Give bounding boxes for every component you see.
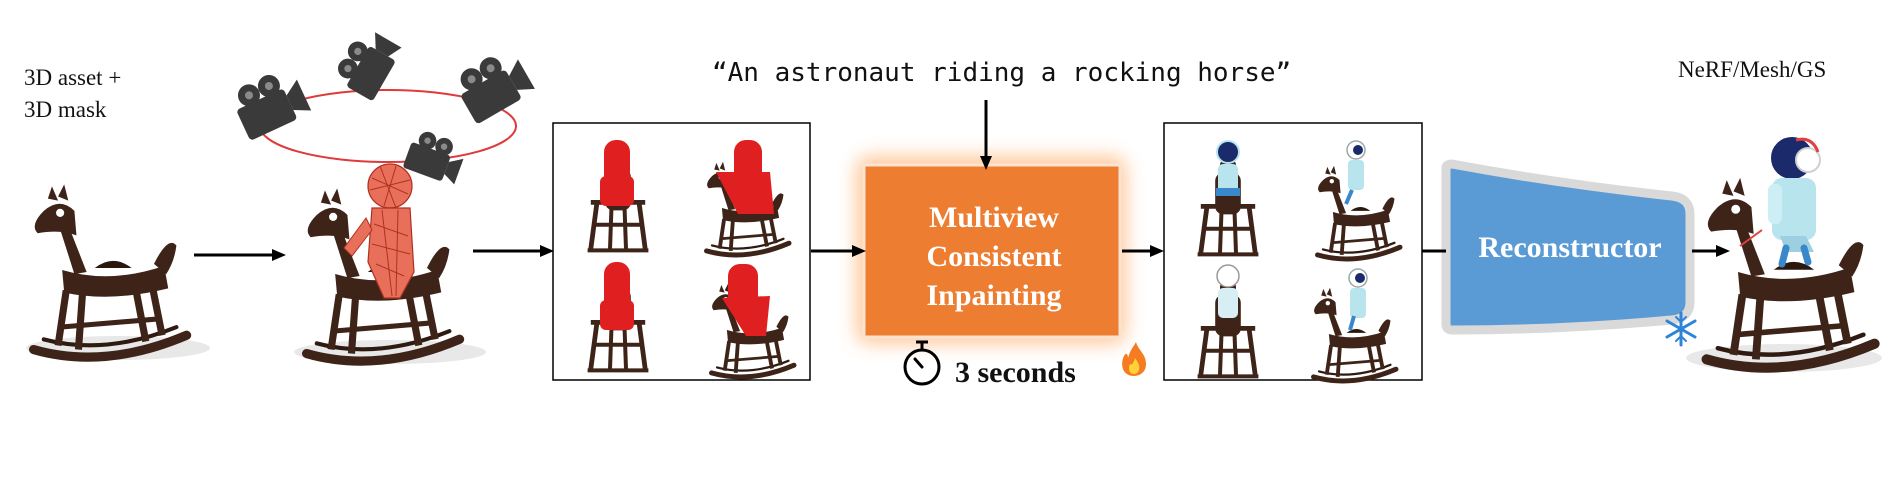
input-label-line1: 3D asset +: [24, 65, 122, 90]
inpainting-block: [856, 156, 1126, 344]
mesh-mask-astronaut: [343, 163, 415, 299]
fire-icon: [1122, 342, 1146, 376]
input-label-line2: 3D mask: [24, 97, 107, 122]
inference-time: 3 seconds: [955, 356, 1076, 389]
output-label: NeRF/Mesh/GS: [1678, 57, 1827, 82]
inpainting-label: Multiview Consistent Inpainting: [868, 198, 1120, 315]
reconstructor-label: Reconstructor: [1478, 231, 1662, 264]
text-prompt: “An astronaut riding a rocking horse”: [712, 58, 1292, 88]
snowflake-icon: [1665, 311, 1697, 347]
inpainting-label-line1: Multiview: [929, 201, 1059, 234]
input-label: 3D asset + 3D mask: [24, 62, 121, 126]
inpainted-views-panel: [1163, 122, 1423, 381]
flow-arrows: [194, 100, 1730, 261]
movie-camera-icon: [450, 44, 536, 125]
astronaut-output: [1739, 135, 1821, 268]
reconstructor-block: [1441, 159, 1695, 335]
rocking-horse-input: [34, 184, 187, 357]
masked-asset-group: [228, 24, 536, 364]
stopwatch-icon: [903, 340, 941, 386]
input-asset-group: [26, 184, 210, 360]
inpainting-label-line3: Inpainting: [926, 279, 1062, 312]
masked-views-panel: [552, 122, 811, 381]
output-asset-group: [1686, 135, 1882, 372]
inpainting-label-line2: Consistent: [926, 240, 1062, 273]
movie-camera-icon: [228, 64, 313, 141]
